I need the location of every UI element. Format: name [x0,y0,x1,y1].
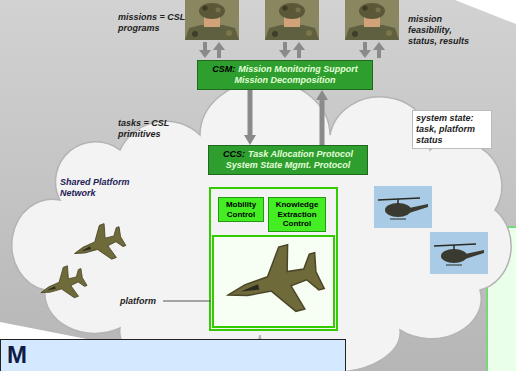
node-text: M [7,341,27,368]
module-box: CSM:Mission Monitoring Support Mission D… [197,60,373,90]
helicopters [374,186,488,274]
platform-box [213,236,334,327]
control-box: Knowledge Extraction Control [268,197,326,232]
jets [35,219,128,308]
soldier-photo [345,0,399,40]
jet-icon [35,262,89,308]
network-region: CCS:Task Allocation Protocol System Stat… [30,135,500,330]
module-name: CSM: [212,64,235,74]
soldier-arrows [199,42,385,58]
helicopter-photo [374,186,432,228]
annotation-label: tasks = CSL primitives [118,118,198,140]
network-cloud [12,81,511,371]
annotation-label: system state: task, platform status [412,110,492,149]
control-box: Mobility Control [218,197,264,222]
helicopter-photo [430,232,488,274]
soldier-photo [265,0,319,40]
title-bar: M [0,339,346,371]
node-text: Mission Monitoring Support Mission Decom… [234,64,357,85]
block-arrow [248,90,253,135]
annotation-label: platform [120,296,162,307]
platform-group [210,188,337,330]
leader-line [163,301,211,302]
jet-icon [68,219,128,270]
node-text: Knowledge Extraction Control [270,200,324,229]
node-text: Mobility Control [220,200,262,219]
module-name: CCS: [223,149,245,159]
annotation-label: mission feasibility, status, results [408,14,478,47]
platform-jet [220,238,328,327]
block-arrow [320,100,325,145]
module-box: CCS:Task Allocation Protocol System Stat… [208,145,368,175]
soldier-photo [185,0,239,40]
annotation-label: missions = CSL programs [118,12,190,34]
soldier-photos [185,0,399,40]
node-text: Shared Platform Network [60,177,132,199]
